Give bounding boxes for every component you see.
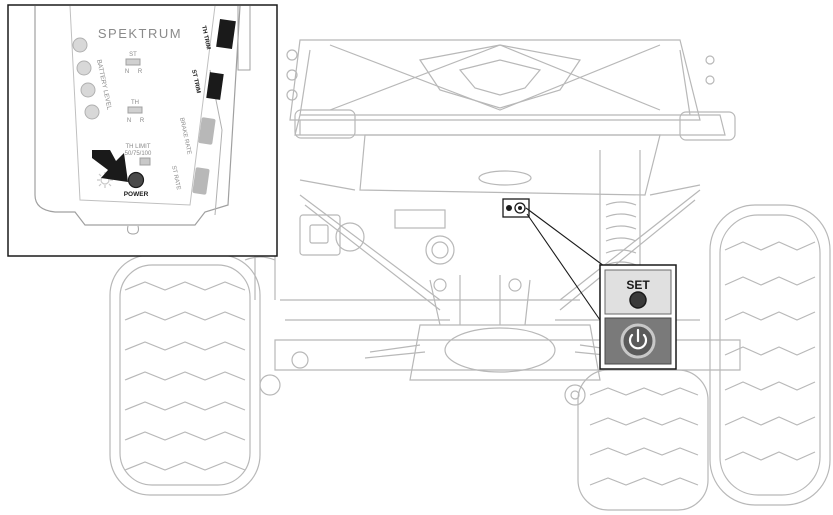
st-reverse-switch[interactable]: [125, 58, 141, 66]
crossmember: [294, 109, 736, 141]
brake-rate-knob[interactable]: [198, 117, 216, 145]
power-label: POWER: [124, 191, 149, 198]
transmitter-power-button[interactable]: [127, 171, 145, 189]
th-n-label: N: [127, 118, 131, 124]
frame-top: [286, 39, 715, 121]
receiver-switch: [502, 198, 530, 218]
set-button[interactable]: [629, 291, 647, 309]
switch-callout: SET: [599, 264, 677, 370]
arrow-icon: [92, 150, 128, 182]
battery-led-2: [76, 60, 92, 76]
springs: [244, 150, 641, 320]
th-r-label: R: [140, 118, 145, 124]
set-button-small: [506, 205, 512, 211]
left-tire: [109, 254, 261, 496]
battery-led-1: [72, 37, 88, 53]
right-tire: [709, 204, 831, 506]
power-icon: [628, 328, 648, 350]
set-label: SET: [626, 278, 650, 292]
battery-led-3: [80, 82, 96, 98]
st-r-label: R: [138, 69, 143, 75]
th-limit-values: 50/75/100: [125, 151, 152, 157]
links: [280, 189, 701, 321]
rear-right-tire: [577, 369, 709, 511]
th-reverse-switch[interactable]: [127, 106, 143, 114]
th-trim-knob[interactable]: [216, 19, 236, 49]
st-trim-label: ST TRIM: [190, 69, 201, 94]
st-switch-label: ST: [129, 52, 137, 58]
th-switch-label: TH: [131, 100, 139, 106]
st-n-label: N: [125, 69, 129, 75]
callout-leader: [525, 207, 605, 321]
st-rate-knob[interactable]: [192, 167, 210, 195]
st-trim-knob[interactable]: [206, 72, 224, 100]
th-limit-label: TH LIMIT: [126, 144, 151, 150]
brand-logo: SPEKTRUM: [98, 26, 182, 41]
st-rate-label: ST RATE: [170, 165, 181, 191]
th-trim-label: TH TRIM: [200, 25, 211, 50]
transmitter-inset: SPEKTRUM BATTERY LEVEL ST N R TH N R TH …: [7, 4, 278, 257]
battery-led-4: [84, 104, 100, 120]
skid-plate: [299, 134, 701, 196]
th-limit-button[interactable]: [139, 157, 151, 166]
